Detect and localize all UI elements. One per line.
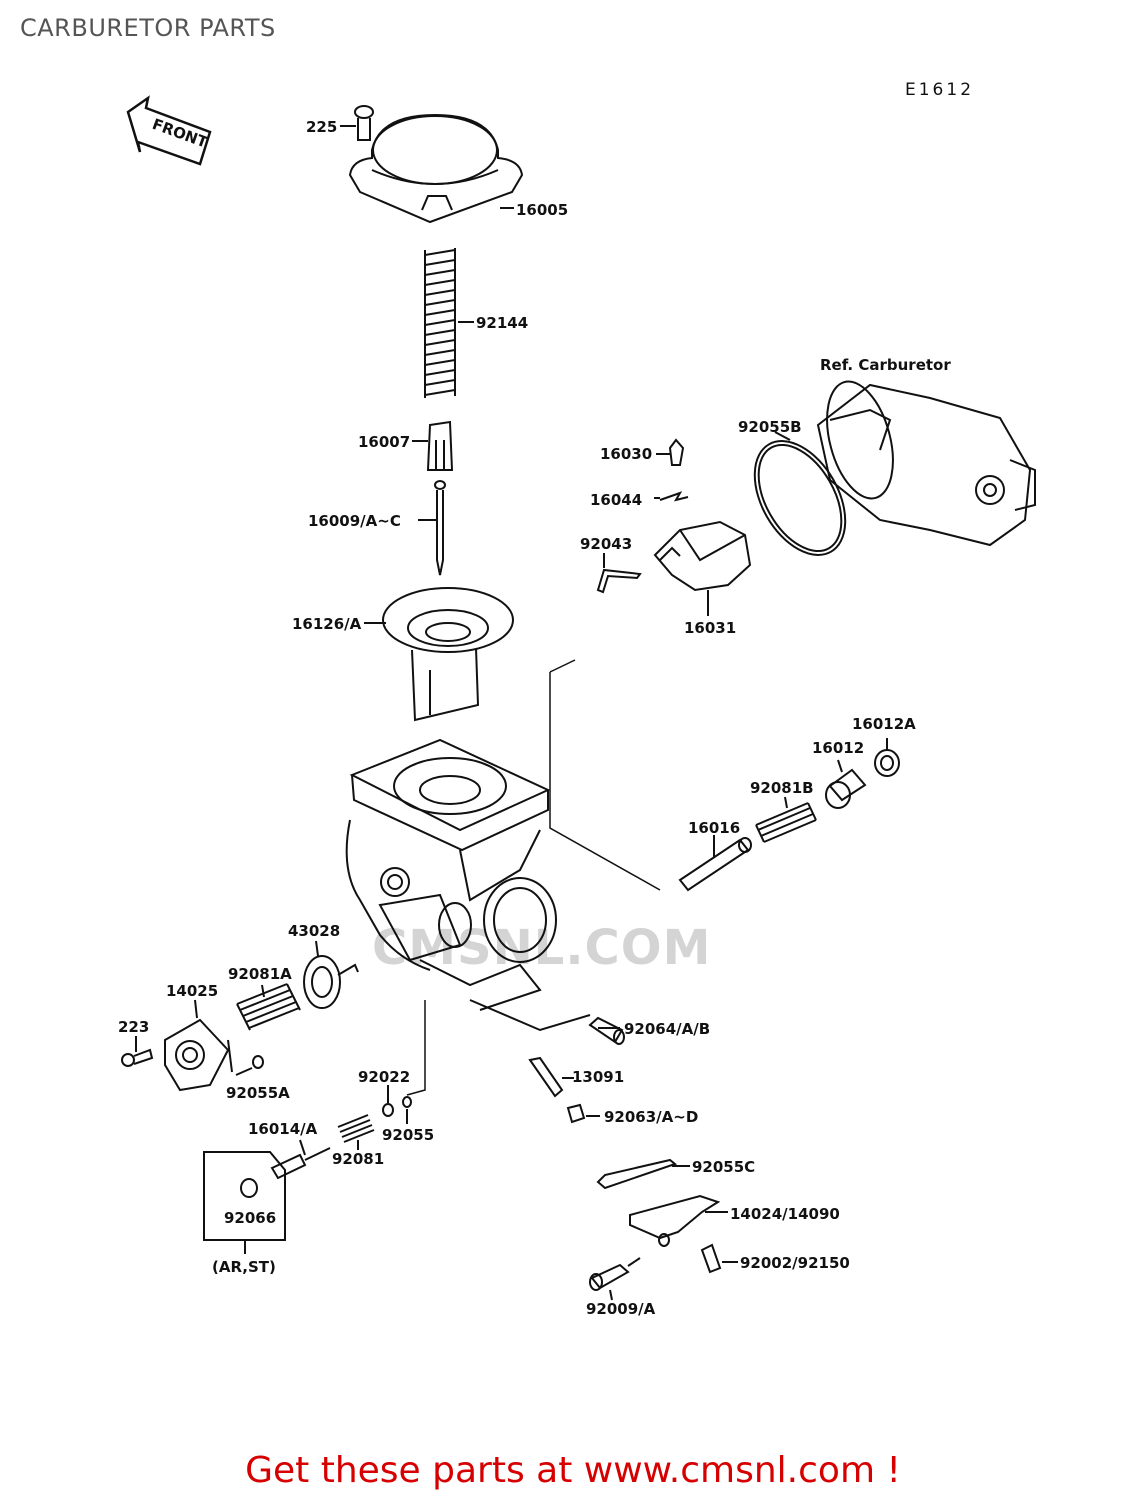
- label-16009: 16009/A~C: [308, 512, 401, 530]
- part-92064-nozzle: [588, 1016, 625, 1045]
- diagram-code: E1612: [905, 80, 975, 100]
- part-92002-screw: [700, 1243, 738, 1274]
- label-92064: 92064/A/B: [624, 1020, 710, 1038]
- watermark: CMSNL.COM: [372, 920, 712, 976]
- part-92055-o-ring: [402, 1000, 426, 1124]
- part-16044-clip: [654, 491, 689, 502]
- label-92009: 92009/A: [586, 1300, 656, 1318]
- part-223-screw: [121, 1036, 154, 1067]
- part-43028-diaphragm: [303, 940, 359, 1009]
- label-43028: 43028: [288, 922, 340, 940]
- ref-carburetor-label: Ref. Carburetor: [820, 356, 951, 374]
- label-92063: 92063/A~D: [604, 1108, 698, 1126]
- part-16007-holder: [412, 420, 454, 471]
- label-92081: 92081: [332, 1150, 384, 1168]
- part-92081-spring: [337, 1114, 375, 1150]
- label-92144: 92144: [476, 314, 528, 332]
- part-92081B-spring: [755, 796, 817, 843]
- front-arrow-icon: [126, 95, 212, 166]
- part-16005-cover: [348, 113, 524, 224]
- label-16031: 16031: [684, 619, 736, 637]
- part-16126-diaphragm: [364, 587, 514, 722]
- part-92063-jet: [566, 1103, 600, 1124]
- label-ar-st: (AR,ST): [212, 1258, 276, 1276]
- label-16126: 16126/A: [292, 615, 362, 633]
- label-16005: 16005: [516, 201, 568, 219]
- label-92055: 92055: [382, 1126, 434, 1144]
- part-14025-cover: [164, 999, 233, 1092]
- part-92066-box: [203, 1151, 286, 1254]
- label-16030: 16030: [600, 445, 652, 463]
- label-225: 225: [306, 118, 337, 136]
- part-92055B-o-ring: [753, 431, 847, 556]
- label-14024: 14024/14090: [730, 1205, 840, 1223]
- label-92055A: 92055A: [226, 1084, 290, 1102]
- part-225-screw: [340, 105, 374, 141]
- part-92009-screw: [589, 1257, 641, 1301]
- part-16012-cap: [825, 759, 867, 809]
- label-16044: 16044: [590, 491, 642, 509]
- part-92022-washer: [382, 1085, 394, 1117]
- label-14025: 14025: [166, 982, 218, 1000]
- page-title: CARBURETOR PARTS: [20, 14, 276, 42]
- label-92055B: 92055B: [738, 418, 802, 436]
- part-carburetor-body: [345, 738, 591, 1032]
- part-14024-bracket: [629, 1194, 728, 1247]
- part-92081A-spring: [236, 983, 301, 1031]
- label-16007: 16007: [358, 433, 410, 451]
- part-92043-pin: [596, 553, 642, 594]
- label-92043: 92043: [580, 535, 632, 553]
- label-223: 223: [118, 1018, 149, 1036]
- label-92081B: 92081B: [750, 779, 814, 797]
- part-13091-jet: [528, 1056, 574, 1098]
- label-16012: 16012: [812, 739, 864, 757]
- label-92002: 92002/92150: [740, 1254, 850, 1272]
- part-16016-plunger: [678, 835, 752, 892]
- part-16012A-seal: [874, 738, 900, 777]
- part-92055C-gasket: [596, 1158, 690, 1190]
- part-16030-valve: [656, 438, 685, 466]
- label-92055C: 92055C: [692, 1158, 755, 1176]
- label-92022: 92022: [358, 1068, 410, 1086]
- part-16031-float: [653, 520, 752, 616]
- label-16016: 16016: [688, 819, 740, 837]
- part-92055A-o-ring: [235, 1055, 264, 1076]
- part-92144-spring: [424, 248, 474, 398]
- part-16009-needle: [418, 480, 446, 576]
- label-92066: 92066: [224, 1209, 276, 1227]
- part-16014-screw: [270, 1139, 331, 1180]
- label-16014: 16014/A: [248, 1120, 318, 1138]
- part-ref-carburetor: [816, 380, 1036, 547]
- label-92081A: 92081A: [228, 965, 292, 983]
- footer-shop-link[interactable]: Get these parts at www.cmsnl.com !: [245, 1450, 901, 1491]
- label-16012A: 16012A: [852, 715, 916, 733]
- label-13091: 13091: [572, 1068, 624, 1086]
